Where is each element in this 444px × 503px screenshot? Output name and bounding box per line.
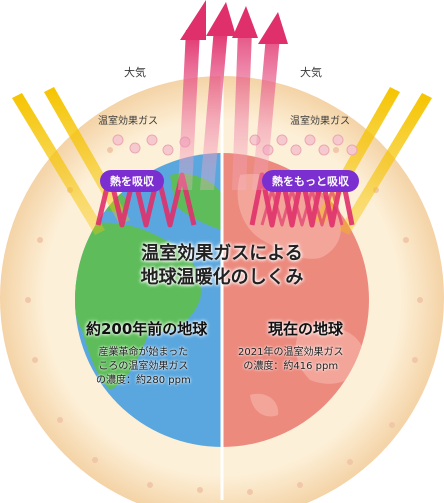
present-earth-heading: 現在の地球	[268, 320, 344, 338]
past-earth-heading: 約200年前の地球	[86, 320, 208, 338]
ghg-label-left: 温室効果ガス	[98, 116, 158, 127]
heat-arrows-left	[178, 0, 236, 190]
atmosphere-label-right: 大気	[300, 66, 322, 79]
earth-past-land	[75, 222, 201, 390]
atmosphere-label-left: 大気	[124, 66, 146, 79]
past-desc-line-3: の濃度：約280 ppm	[96, 375, 191, 386]
past-earth-description: 産業革命が始まった ころの温室効果ガス の濃度：約280 ppm	[96, 346, 191, 388]
present-earth-description: 2021年の温室効果ガス の濃度：約416 ppm	[238, 346, 343, 374]
absorb-more-heat-badge-right: 熱をもっと吸収	[262, 170, 359, 192]
present-desc-line-2: の濃度：約416 ppm	[243, 361, 339, 372]
ghg-particles-right	[249, 134, 358, 156]
main-title: 温室効果ガスによる 地球温暖化のしくみ	[111, 242, 333, 290]
main-title-line-1: 温室効果ガスによる	[141, 243, 303, 264]
heat-arrows-right	[232, 6, 288, 190]
past-desc-line-2: ころの温室効果ガス	[98, 361, 189, 372]
ghg-label-right: 温室効果ガス	[290, 116, 350, 127]
past-desc-line-1: 産業革命が始まった	[98, 347, 189, 358]
main-title-line-2: 地球温暖化のしくみ	[140, 267, 304, 288]
absorb-heat-badge-left: 熱を吸収	[100, 170, 164, 192]
present-desc-line-1: 2021年の温室効果ガス	[238, 347, 344, 358]
